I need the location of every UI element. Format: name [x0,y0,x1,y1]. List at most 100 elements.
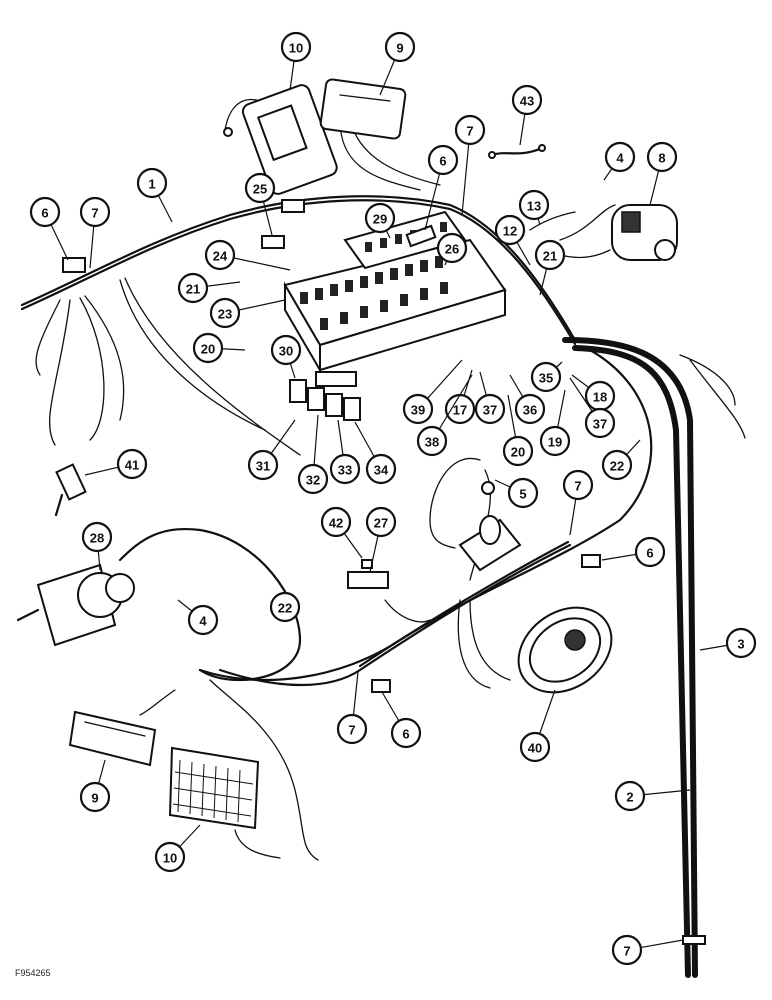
callout-number: 37 [483,403,497,418]
callout-number: 24 [213,249,228,264]
callout-10: 10 [154,824,201,873]
clip-6-bottom [371,679,391,693]
callout-circle [187,604,219,636]
callout-circle [646,141,678,173]
callout-number: 25 [253,182,267,197]
callout-number: 2 [626,790,633,805]
callout-circle [320,506,352,538]
callout-21: 21 [177,272,241,304]
callout-circle [601,449,633,481]
callout-circle [390,717,422,749]
part-42 [361,559,373,569]
callout-circle [79,196,111,228]
callout-3: 3 [699,627,757,659]
wiper-motor-28 [16,563,135,647]
callout-6: 6 [29,196,69,261]
callout-circle [384,31,416,63]
starter-solenoid [611,204,678,261]
switch-41 [54,463,87,517]
jumper-cable-43 [488,144,546,159]
callout-number: 1 [148,177,155,192]
callout-circle [209,297,241,329]
callout-circle [634,536,666,568]
figure-reference: F954265 [15,968,51,978]
callout-number: 34 [374,463,389,478]
callout-34: 34 [354,421,397,485]
dome-light-5 [458,481,522,572]
callout-number: 4 [199,614,207,629]
callout-number: 42 [329,516,343,531]
callout-number: 31 [256,459,270,474]
fuse-panel [283,210,507,374]
callout-circle [474,393,506,425]
callout-number: 7 [623,944,630,959]
callout-circle [436,232,468,264]
callout-36: 36 [509,374,546,425]
callout-number: 3 [737,637,744,652]
callout-27: 27 [365,506,397,573]
callout-4: 4 [603,141,636,181]
callout-number: 22 [278,601,292,616]
callout-circle [427,144,459,176]
callout-circle [518,189,550,221]
connector-27 [347,571,389,589]
callout-number: 7 [91,206,98,221]
callout-number: 9 [91,791,98,806]
callout-20: 20 [192,332,246,364]
callout-circle [365,453,397,485]
callout-6: 6 [381,691,422,749]
connector-25a [261,235,285,249]
callout-number: 5 [519,487,526,502]
callout-circle [611,934,643,966]
callout-42: 42 [320,506,363,559]
callout-circle [79,781,111,813]
callout-7: 7 [336,671,368,745]
callout-number: 6 [646,546,653,561]
callout-circle [244,172,276,204]
callout-circle [247,449,279,481]
callout-circle [454,114,486,146]
callout-number: 8 [658,151,665,166]
callout-number: 38 [425,435,439,450]
callout-circle [336,713,368,745]
callout-circle [725,627,757,659]
callout-circle [177,272,209,304]
callout-circle [81,521,113,553]
callout-4: 4 [177,599,219,636]
callout-number: 6 [439,154,446,169]
callout-7: 7 [562,469,594,536]
callout-circle [530,361,562,393]
callout-circle [519,731,551,763]
callout-number: 41 [125,458,139,473]
callout-number: 37 [593,417,607,432]
callout-number: 4 [616,151,624,166]
callout-24: 24 [204,239,291,271]
callout-1: 1 [136,167,173,223]
callout-number: 12 [503,224,517,239]
callout-29: 29 [364,202,396,239]
callout-19: 19 [539,389,571,457]
callout-number: 39 [411,403,425,418]
callout-number: 23 [218,307,232,322]
callout-number: 21 [186,282,200,297]
work-lamp-bottom [168,746,260,830]
callout-7: 7 [454,114,486,216]
callout-9: 9 [379,31,416,96]
callout-number: 9 [396,41,403,56]
harness-wires [20,99,746,978]
callout-number: 18 [593,390,607,405]
callout-30: 30 [270,334,302,379]
callout-number: 27 [374,516,388,531]
callout-number: 22 [610,459,624,474]
callout-circle [280,31,312,63]
callout-17: 17 [444,369,476,425]
callout-number: 6 [41,206,48,221]
callout-circle [494,214,526,246]
callout-circle [297,463,329,495]
callout-circle [402,393,434,425]
callout-28: 28 [81,521,113,571]
callout-number: 33 [338,463,352,478]
callout-number: 43 [520,94,534,109]
callout-circle [269,591,301,623]
